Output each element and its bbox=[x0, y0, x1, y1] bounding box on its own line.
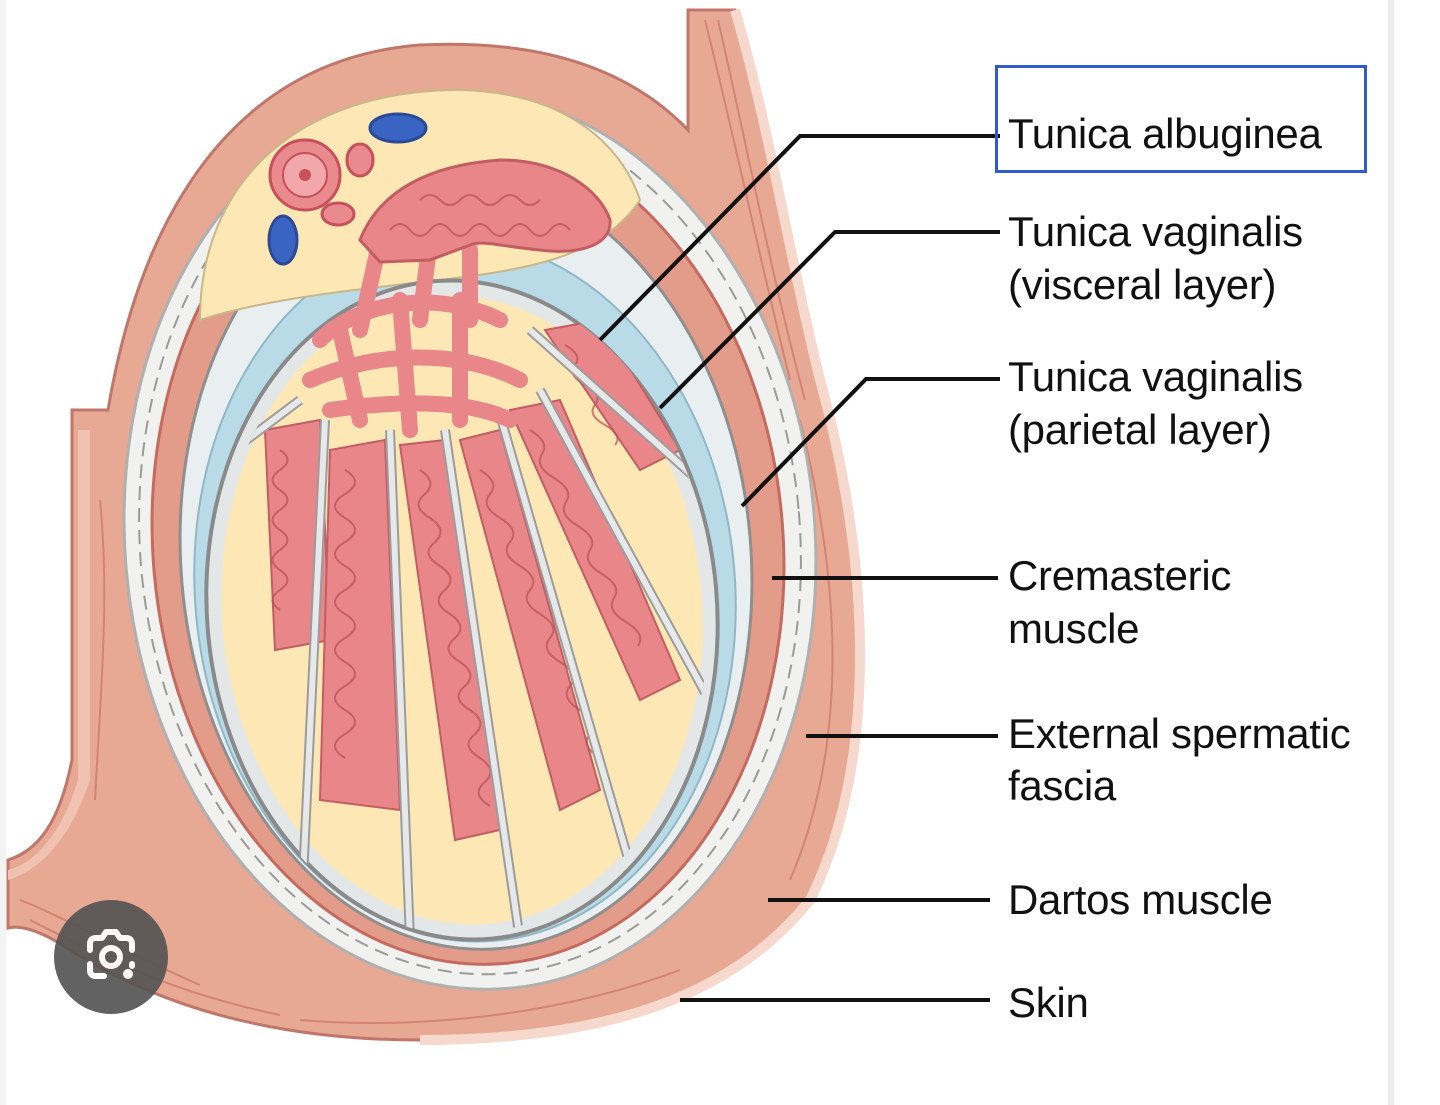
leader-tunica-vaginalis-visceral bbox=[658, 230, 1000, 410]
viewer-left-edge bbox=[0, 0, 6, 1105]
skin-band bbox=[419, 8, 865, 1045]
dartos-fibers bbox=[19, 19, 834, 1024]
label-external-spermatic-fascia: External spermatic bbox=[1008, 710, 1351, 757]
label-tunica-albuginea: Tunica albuginea bbox=[1008, 110, 1322, 157]
label-tunica-vaginalis-parietal-sub: (parietal layer) bbox=[1008, 406, 1272, 453]
visual-search-button[interactable] bbox=[54, 900, 168, 1014]
groin-tissue bbox=[8, 430, 90, 880]
viewer-right-edge bbox=[1388, 0, 1394, 1105]
selected-label-highlight bbox=[995, 65, 1367, 173]
label-external-spermatic-fascia-sub: fascia bbox=[1008, 762, 1116, 809]
label-skin: Skin bbox=[1008, 979, 1089, 1026]
label-cremasteric-muscle-sub: muscle bbox=[1008, 605, 1140, 652]
label-tunica-vaginalis-parietal: Tunica vaginalis bbox=[1008, 353, 1303, 400]
leader-tunica-vaginalis-parietal bbox=[740, 377, 1000, 508]
label-tunica-vaginalis-visceral-sub: (visceral layer) bbox=[1008, 261, 1277, 308]
label-cremasteric-muscle: Cremasteric bbox=[1008, 552, 1232, 599]
leader-tunica-albuginea bbox=[598, 134, 1000, 342]
lobules bbox=[217, 318, 710, 935]
visual-search-icon bbox=[87, 929, 135, 979]
leader-lines bbox=[598, 134, 1000, 1002]
label-tunica-vaginalis-visceral: Tunica vaginalis bbox=[1008, 208, 1303, 255]
label-dartos-muscle: Dartos muscle bbox=[1008, 876, 1273, 923]
blood-vessels bbox=[267, 112, 428, 266]
